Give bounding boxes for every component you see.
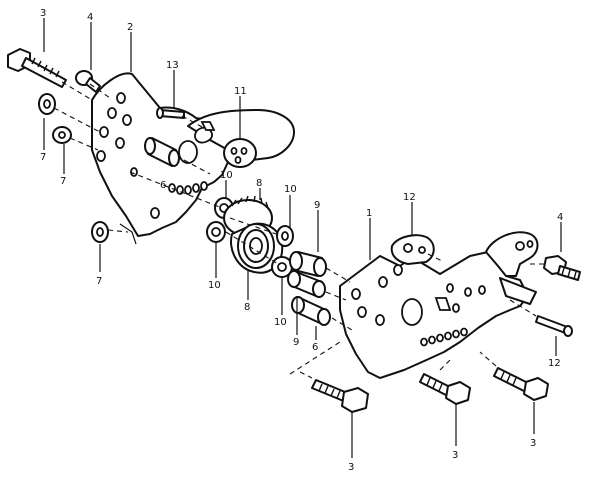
callout-10-top-left: 10 <box>220 170 233 181</box>
spacer-part-6-lower <box>291 296 331 326</box>
callout-8-top: 8 <box>256 178 262 189</box>
screw-part-4 <box>75 70 101 93</box>
callout-10-top-right: 10 <box>284 184 297 195</box>
pulley-part-8 <box>223 195 284 274</box>
bolt-part-3-bottom-left <box>311 379 369 413</box>
bolt-part-3-top-left <box>7 48 67 88</box>
spacer-part-6-left <box>144 137 180 167</box>
callout-2: 2 <box>127 22 133 33</box>
callout-3-top-left: 3 <box>40 8 46 19</box>
callout-6-bottom: 6 <box>312 342 318 353</box>
callout-9-bottom: 9 <box>293 337 299 348</box>
bolt-part-3-bottom-right <box>493 367 549 401</box>
callout-7-lower: 7 <box>96 276 102 287</box>
bolt-part-3-bottom-middle <box>419 373 471 405</box>
plate-part-11 <box>223 138 257 168</box>
callout-10-bottom-right: 10 <box>274 317 287 328</box>
callout-12-bottom: 12 <box>548 358 561 369</box>
bracket-plate-part-1 <box>339 231 539 379</box>
pin-part-13-left <box>156 107 185 119</box>
callout-3-bottom-middle: 3 <box>452 450 458 461</box>
assembly-lines <box>53 81 548 379</box>
callout-13: 13 <box>166 60 179 71</box>
spacer-part-9-lower <box>287 270 326 298</box>
callout-7-upper: 7 <box>40 152 46 163</box>
callout-11: 11 <box>234 86 247 97</box>
callout-labels: 3 4 2 13 11 7 7 6 10 8 10 9 1 12 4 7 10 … <box>40 8 563 473</box>
callout-4-right: 4 <box>557 212 563 223</box>
nut-part-7-middle <box>52 126 72 144</box>
washer-part-7-lower <box>91 221 109 243</box>
washer-part-7-upper <box>38 93 56 115</box>
callout-6-left: 6 <box>160 180 166 191</box>
washer-part-10-lower-left <box>206 221 226 243</box>
leader-lines <box>43 18 562 458</box>
callout-1: 1 <box>366 208 372 219</box>
callout-3-bottom-left: 3 <box>348 462 354 473</box>
callout-9-top: 9 <box>314 200 320 211</box>
callout-4-top: 4 <box>87 12 93 23</box>
callout-10-bottom-left: 10 <box>208 280 221 291</box>
callout-12-top: 12 <box>403 192 416 203</box>
callout-8-bottom: 8 <box>244 302 250 313</box>
washer-part-10-upper-right <box>276 225 294 247</box>
washer-part-10-lower-right <box>271 256 293 278</box>
callout-3-bottom-right: 3 <box>530 438 536 449</box>
spacer-part-9-upper <box>289 251 327 277</box>
callout-7-middle: 7 <box>60 176 66 187</box>
pin-part-12-right <box>535 315 573 337</box>
bolt-part-4-right <box>543 255 581 281</box>
